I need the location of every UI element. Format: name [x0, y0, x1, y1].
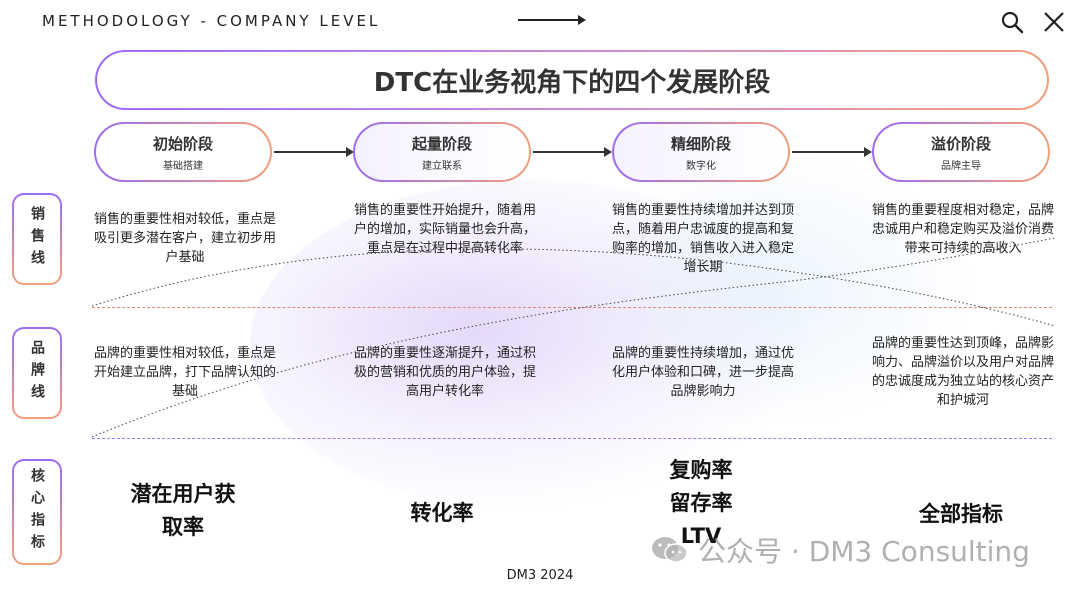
metric-line: LTV	[680, 524, 722, 548]
stage-sub: 数字化	[686, 160, 716, 172]
metric-line: 留存率	[669, 491, 733, 515]
stage-connector	[792, 151, 864, 153]
divider-sales	[92, 307, 1052, 308]
close-icon[interactable]	[1042, 10, 1066, 34]
stage-connector	[533, 151, 604, 153]
stage-name: 初始阶段	[152, 134, 213, 153]
sales-cell-growth: 销售的重要性开始提升，随着用户的增加，实际销量也会升高，重点是在过程中提高转化率	[353, 203, 536, 256]
sales-cell-refined: 销售的重要性持续增加并达到顶点，随着用户忠诚度的提高和复购率的增加，销售收入进入…	[611, 203, 794, 275]
footer: DM3 2024	[506, 568, 574, 583]
row-label-sales: 销售线	[12, 193, 62, 285]
row-label-text: 销售线	[29, 206, 45, 272]
stage-premium: 溢价阶段品牌主导	[872, 122, 1050, 182]
stage-name: 起量阶段	[411, 134, 472, 153]
metric-line: 取率	[162, 515, 204, 539]
page-header: METHODOLOGY - COMPANY LEVEL	[42, 12, 381, 30]
header-arrow-line	[518, 19, 582, 21]
stage-sub: 基础搭建	[163, 160, 203, 172]
arrow-right-icon	[346, 147, 354, 157]
brand-cell-initial: 品牌的重要性相对较低，重点是开始建立品牌，打下品牌认知的基础	[93, 346, 276, 399]
metric-line: 全部指标	[919, 502, 1003, 526]
search-icon[interactable]	[1000, 10, 1024, 34]
watermark-text: 公众号 · DM3 Consulting	[698, 535, 1030, 568]
watermark: 公众号 · DM3 Consulting	[650, 530, 1030, 570]
divider-brand	[92, 438, 1052, 439]
stage-connector	[274, 151, 346, 153]
metric-premium: 全部指标	[872, 498, 1050, 531]
row-label-brand: 品牌线	[12, 327, 62, 419]
metric-line: 潜在用户获	[130, 482, 236, 506]
row-label-metrics: 核心指标	[12, 459, 62, 565]
stage-sub: 品牌主导	[941, 160, 981, 172]
wechat-icon	[652, 537, 688, 563]
brand-cell-refined: 品牌的重要性持续增加，通过优化用户体验和口碑，进一步提高品牌影响力	[611, 346, 794, 399]
stage-refined: 精细阶段数字化	[612, 122, 790, 182]
metric-line: 复购率	[669, 458, 733, 482]
stage-name: 溢价阶段	[930, 134, 991, 153]
main-title: DTC在业务视角下的四个发展阶段	[97, 52, 1047, 108]
stage-initial: 初始阶段基础搭建	[94, 122, 272, 182]
metric-growth: 转化率	[353, 497, 531, 530]
brand-cell-growth: 品牌的重要性逐渐提升，通过积极的营销和优质的用户体验，提高用户转化率	[353, 346, 536, 399]
row-label-text: 核心指标	[29, 468, 45, 556]
stage-growth: 起量阶段建立联系	[353, 122, 531, 182]
sales-cell-initial: 销售的重要性相对较低，重点是吸引更多潜在客户，建立初步用户基础	[93, 212, 276, 265]
metric-line: 转化率	[410, 501, 474, 525]
stage-name: 精细阶段	[670, 134, 731, 153]
arrow-right-icon	[864, 147, 872, 157]
metric-initial: 潜在用户获 取率	[94, 478, 272, 544]
metric-refined: 复购率 留存率 LTV	[612, 454, 790, 553]
sales-cell-premium: 销售的重要程度相对稳定，品牌忠诚用户和稳定购买及溢价消费带来可持续的高收入	[871, 203, 1054, 256]
main-title-box: DTC在业务视角下的四个发展阶段	[95, 50, 1049, 110]
brand-cell-premium: 品牌的重要性达到顶峰，品牌影响力、品牌溢价以及用户对品牌的忠诚度成为独立站的核心…	[871, 336, 1054, 408]
arrow-right-icon	[604, 147, 612, 157]
header-arrow-icon	[578, 15, 586, 25]
stage-sub: 建立联系	[422, 160, 462, 172]
row-label-text: 品牌线	[29, 340, 45, 406]
